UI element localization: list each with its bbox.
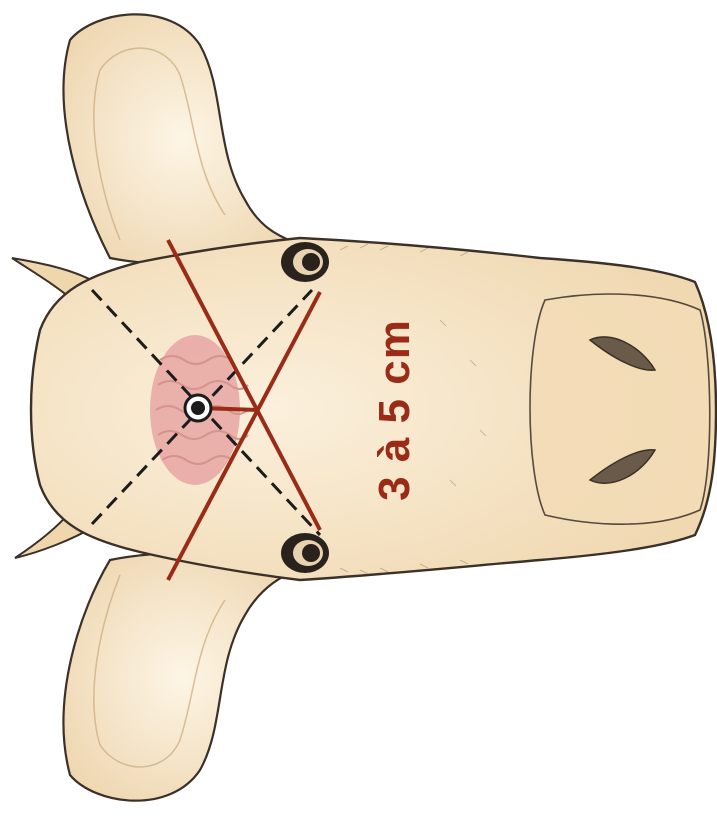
- upper-ear: [64, 14, 300, 263]
- upper-eye: [281, 242, 329, 282]
- target-point: [185, 395, 211, 421]
- lower-ear: [64, 553, 300, 801]
- measurement-label: 3 à 5 cm: [370, 319, 420, 501]
- lower-eye: [281, 533, 329, 573]
- muzzle: [530, 294, 710, 524]
